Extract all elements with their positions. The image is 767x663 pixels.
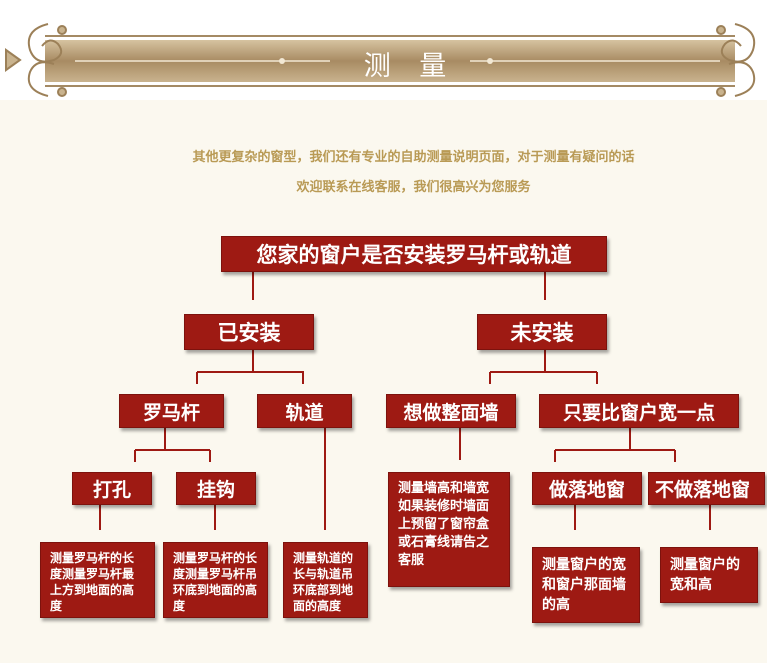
- hook-node: 挂钩: [176, 472, 256, 505]
- wider-than-window-node: 只要比窗户宽一点: [539, 394, 739, 428]
- drill-measure-note: 测量罗马杆的长度测量罗马杆最上方到地面的高度: [40, 542, 155, 618]
- roman-rod-node: 罗马杆: [119, 394, 224, 428]
- track-measure-note: 测量轨道的长与轨道吊环底部到地面的高度: [283, 542, 368, 618]
- drill-node: 打孔: [72, 472, 152, 505]
- track-node: 轨道: [257, 394, 352, 428]
- root-question-node: 您家的窗户是否安装罗马杆或轨道: [221, 236, 607, 272]
- whole-wall-measure-note: 测量墙高和墙宽如果装修时墙面上预留了窗帘盒或石膏线请告之客服: [388, 472, 510, 587]
- no-floor-window-measure-note: 测量窗户的宽和高: [660, 547, 758, 603]
- hook-measure-note: 测量罗马杆的长度测量罗马杆吊环底到地面的高度: [163, 542, 268, 618]
- whole-wall-node: 想做整面墙: [386, 394, 516, 428]
- installed-node: 已安装: [184, 314, 314, 350]
- floor-window-measure-note: 测量窗户的宽和窗户那面墙的高: [532, 547, 640, 623]
- not-installed-node: 未安装: [477, 314, 607, 350]
- floor-window-node: 做落地窗: [532, 472, 642, 505]
- no-floor-window-node: 不做落地窗: [648, 472, 765, 505]
